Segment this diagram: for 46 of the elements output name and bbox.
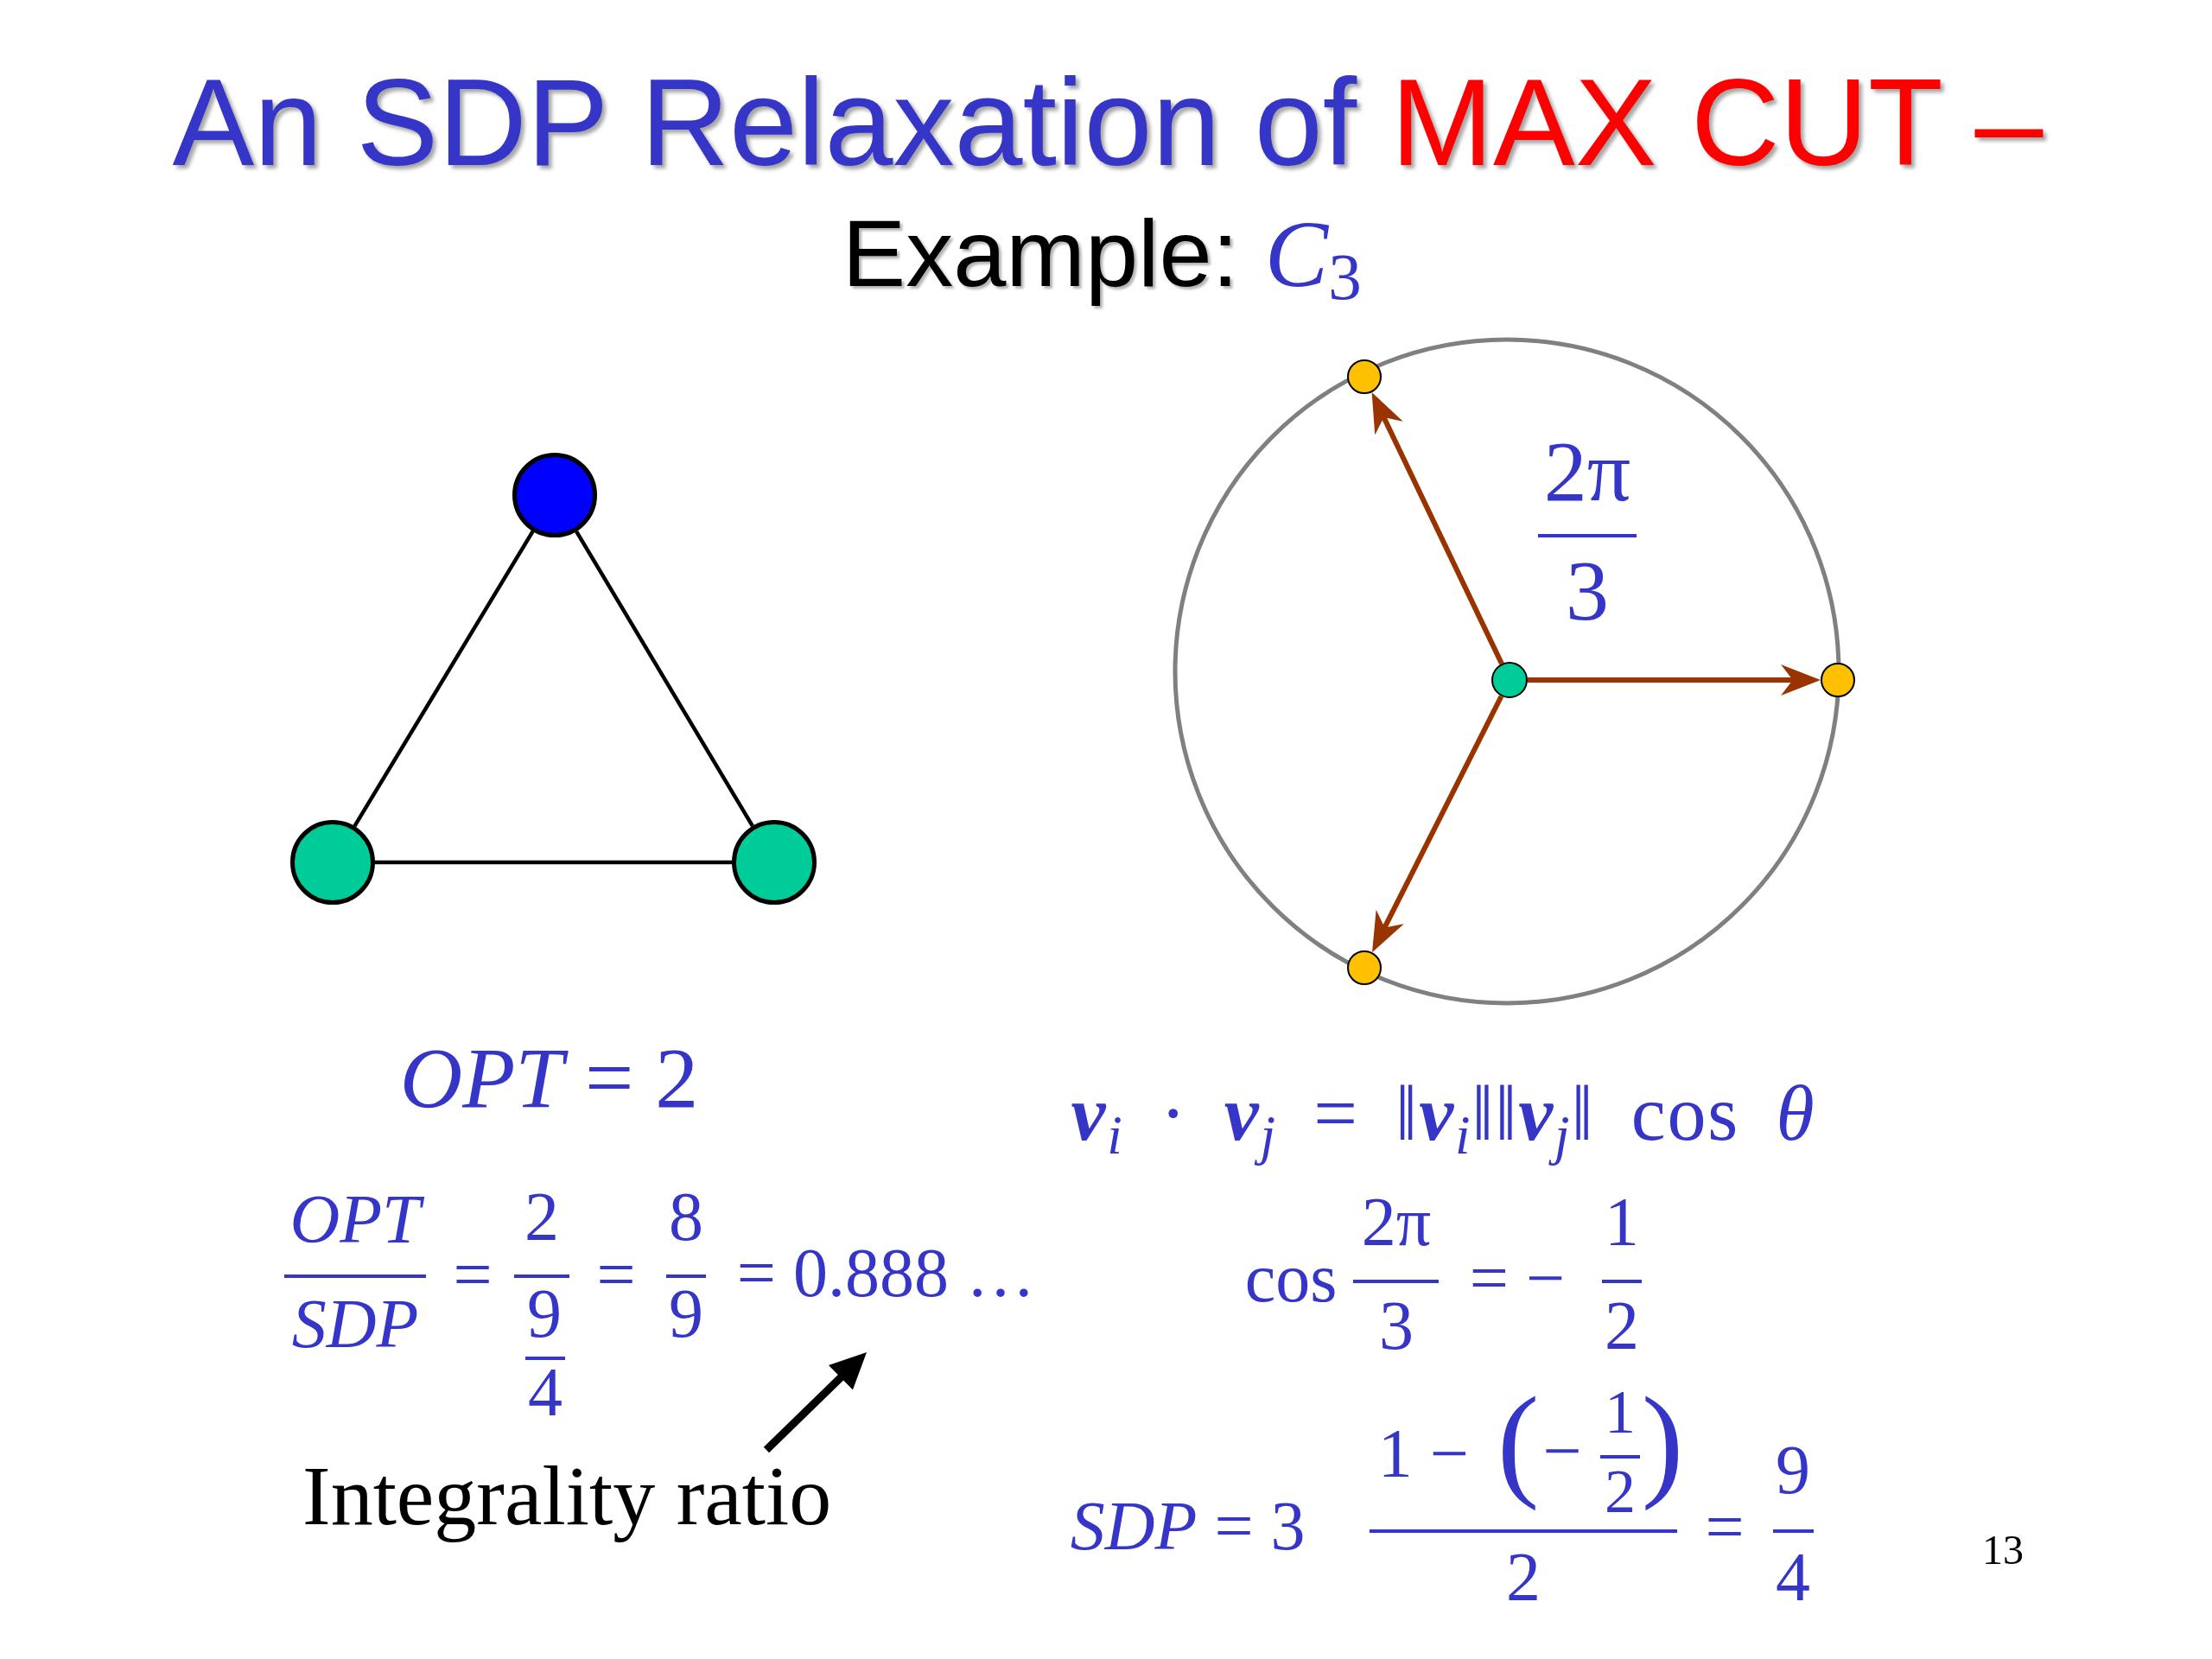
numerator: 1 xyxy=(1604,1194,1640,1249)
equation: v$_{i}$ · v$_{j}$ = ‖v$_{i}$‖‖v$_{j}$‖ cos θ xyxy=(1070,1070,1817,1165)
numerator: 9 xyxy=(1775,1442,1811,1497)
equation: = − xyxy=(1468,1250,1567,1306)
denominator: 4 xyxy=(527,1364,563,1420)
denominator: 4 xyxy=(1775,1549,1811,1605)
equals-sign: = xyxy=(595,1247,637,1302)
equation: SDP = 3 xyxy=(1069,1498,1306,1554)
angle-numerator: 2π xyxy=(1542,437,1632,507)
parenthesis: ( xyxy=(1496,1370,1541,1514)
equals-sign: = xyxy=(452,1247,493,1302)
graph-edge xyxy=(375,860,732,865)
slide-title: An SDP Relaxation of MAX CUT – xyxy=(172,60,2044,184)
denominator: 9 xyxy=(526,1286,563,1341)
graph-edge xyxy=(353,530,535,828)
numerator: 2 xyxy=(524,1189,560,1244)
vector-arrow xyxy=(1372,695,1504,953)
denominator: 2 xyxy=(1604,1466,1637,1517)
endpoint-dot xyxy=(1347,359,1382,394)
equals-sign: = xyxy=(1704,1499,1745,1554)
equation: OPT = 2 xyxy=(399,1039,700,1118)
graph-edge xyxy=(575,530,754,828)
annotation-text: Integrality ratio xyxy=(302,1450,832,1543)
origin-dot xyxy=(1491,662,1528,698)
denominator: 9 xyxy=(668,1286,704,1341)
endpoint-dot xyxy=(1821,663,1855,697)
numerator: 8 xyxy=(668,1189,704,1244)
function-name: cos xyxy=(1243,1250,1338,1306)
vector-arrow xyxy=(1528,664,1821,696)
denominator: SDP xyxy=(290,1296,420,1351)
page-number: 13 xyxy=(1982,1529,2024,1571)
denominator: 3 xyxy=(1378,1298,1414,1353)
equation: = 0.888 … xyxy=(735,1245,1036,1300)
leader-arrow xyxy=(763,1352,867,1453)
numerator: 2π xyxy=(1360,1194,1433,1249)
equation: 1 − xyxy=(1376,1426,1470,1481)
denominator: 2 xyxy=(1505,1549,1541,1605)
endpoint-dot xyxy=(1347,950,1382,985)
minus-sign: − xyxy=(1541,1423,1583,1478)
parenthesis: ) xyxy=(1640,1370,1685,1514)
numerator: 1 xyxy=(1604,1387,1637,1438)
denominator: 2 xyxy=(1604,1298,1640,1353)
slide-subtitle: Example: C$_{3}$ xyxy=(842,200,1363,308)
angle-denominator: 3 xyxy=(1565,556,1610,626)
vector-arrow xyxy=(1371,392,1504,665)
numerator: OPT xyxy=(285,1192,425,1247)
